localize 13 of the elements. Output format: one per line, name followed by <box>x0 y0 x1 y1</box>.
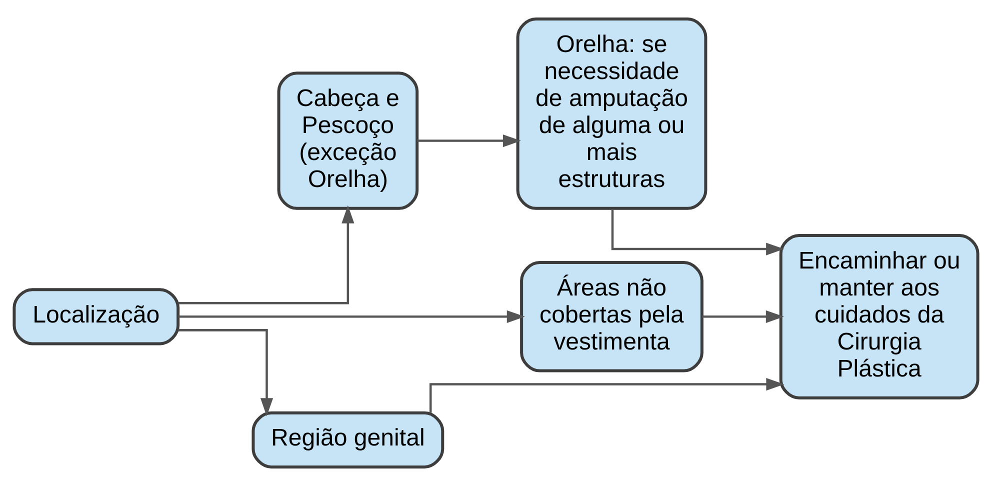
arrow <box>611 209 784 256</box>
node-box: Áreas não cobertas pela vestimenta <box>520 261 704 372</box>
arrow <box>178 205 354 304</box>
arrow <box>429 378 784 413</box>
node-box: Encaminhar ou manter aos cuidados da Cirurgia Plástica <box>779 234 980 400</box>
arrow <box>702 310 784 323</box>
arrow <box>178 310 525 323</box>
arrow <box>417 134 522 148</box>
node-box: Localização <box>12 288 180 346</box>
arrow <box>178 329 274 416</box>
node-box: Cabeça e Pescoço (exceção Orelha) <box>277 72 419 210</box>
node-box: Orelha: se necessidade de amputação de alguma ou mais estruturas <box>516 18 708 210</box>
node-box: Região genital <box>252 411 444 468</box>
